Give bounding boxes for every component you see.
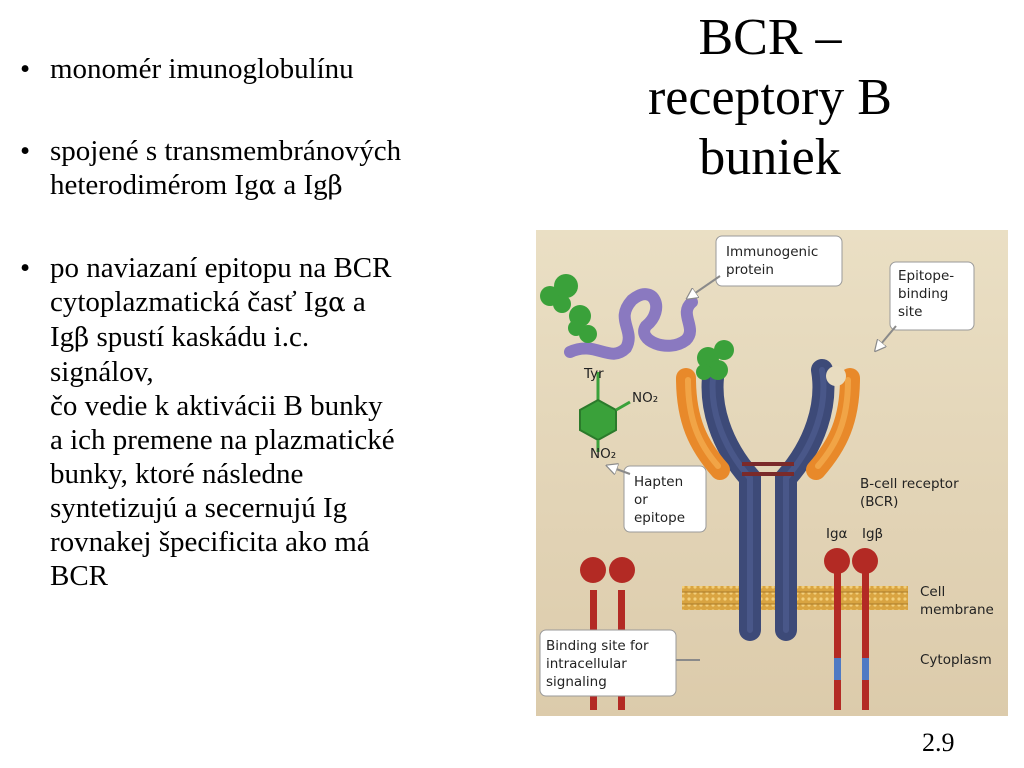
bullet-line: cytoplazmatická časť Igα a xyxy=(50,285,538,320)
callout-text: Hapten xyxy=(634,474,683,490)
bullet-line: rovnakej špecificita ako má xyxy=(50,525,538,559)
bullet-text: rovnakej špecificita ako má xyxy=(50,526,370,558)
disulfide-bond xyxy=(742,472,794,476)
bullet-line: syntetizujú a secernujú Ig xyxy=(50,491,538,525)
bullet-line: bunky, ktoré následne xyxy=(50,457,538,491)
membrane-label: membrane xyxy=(920,602,994,618)
callout-text: Binding site for xyxy=(546,638,649,654)
bullet-item: po naviazaní epitopu na BCRcytoplazmatic… xyxy=(18,251,538,593)
greek-symbol: α xyxy=(328,288,346,318)
callout-text: epitope xyxy=(634,510,685,526)
bcr-diagram-svg: Tyr NO₂ NO₂ Immunogenic protein Epitope-… xyxy=(536,230,1008,716)
bullet-text: po naviazaní epitopu na BCR xyxy=(50,252,392,284)
bullet-text: a xyxy=(345,286,366,318)
greek-symbol: α xyxy=(258,171,277,201)
callout-binding-site: Binding site for intracellular signaling xyxy=(539,629,700,697)
title-line: BCR – xyxy=(698,9,842,66)
bullet-line: heterodimérom Igα a Igβ xyxy=(50,168,538,203)
greek-symbol: β xyxy=(74,323,90,353)
callout-text: Immunogenic xyxy=(726,244,818,260)
bcr-diagram: Tyr NO₂ NO₂ Immunogenic protein Epitope-… xyxy=(536,230,1008,716)
bullet-text: a ich premene na plazmatické xyxy=(50,424,395,456)
hapten-molecule: Tyr NO₂ NO₂ xyxy=(579,366,658,462)
bullet-text: spojené s transmembránových xyxy=(50,135,402,167)
ig-alpha-label: Igα xyxy=(826,526,848,542)
bullet-text: BCR xyxy=(50,560,109,592)
bullet-line: po naviazaní epitopu na BCR xyxy=(50,251,538,285)
bullet-line: a ich premene na plazmatické xyxy=(50,423,538,457)
callout-text: or xyxy=(634,492,648,508)
callout-text: site xyxy=(898,304,922,320)
bullet-line: čo vedie k aktivácii B bunky xyxy=(50,389,538,423)
epitope-binding-notch xyxy=(826,366,846,386)
bullet-text: signálov, xyxy=(50,356,154,388)
bcr-label: (BCR) xyxy=(860,494,898,510)
bullet-item: spojené s transmembránovýchheterodimérom… xyxy=(18,134,538,203)
bullet-text: spustí kaskádu i.c. xyxy=(89,321,310,353)
bullet-item: monomér imunoglobulínu xyxy=(18,52,538,86)
slide-number: 2.9 xyxy=(922,728,955,757)
bullet-line: signálov, xyxy=(50,355,538,389)
bullet-line: Igβ spustí kaskádu i.c. xyxy=(50,320,538,355)
slide-title: BCR – receptory B buniek xyxy=(600,8,940,188)
callout-text: binding xyxy=(898,286,948,302)
bullet-list: monomér imunoglobulínu spojené s transmem… xyxy=(18,52,538,641)
greek-symbol: β xyxy=(327,171,343,201)
bullet-text: syntetizujú a secernujú Ig xyxy=(50,492,348,524)
title-line: buniek xyxy=(699,129,841,186)
callout-text: intracellular xyxy=(546,656,627,672)
ig-beta-label: Igβ xyxy=(862,526,883,542)
callout-text: Epitope- xyxy=(898,268,954,284)
callout-text: protein xyxy=(726,262,774,278)
callout-text: signaling xyxy=(546,674,607,690)
callout-epitope-binding: Epitope- binding site xyxy=(876,261,975,350)
bullet-text: bunky, ktoré následne xyxy=(50,458,304,490)
bullet-text: monomér imunoglobulínu xyxy=(50,53,354,85)
bcr-label: B-cell receptor xyxy=(860,476,959,492)
no2-label: NO₂ xyxy=(632,390,658,406)
immunogenic-protein xyxy=(564,288,698,360)
title-line: receptory B xyxy=(647,69,892,126)
disulfide-bond xyxy=(742,462,794,466)
bullet-text: čo vedie k aktivácii B bunky xyxy=(50,390,383,422)
antigen-blobs xyxy=(540,274,734,380)
bullet-line: BCR xyxy=(50,559,538,593)
callout-immunogenic: Immunogenic protein xyxy=(688,235,843,298)
bullet-text: Ig xyxy=(50,321,75,353)
bcr-light-chains xyxy=(676,368,860,480)
bullet-line: spojené s transmembránových xyxy=(50,134,538,168)
tyr-label: Tyr xyxy=(583,366,604,382)
callout-hapten: Hapten or epitope xyxy=(608,466,707,533)
bullet-text: cytoplazmatická časť Ig xyxy=(50,286,329,318)
bullet-text: a Ig xyxy=(276,169,328,201)
membrane-label: Cell xyxy=(920,584,945,600)
ig-alpha-beta-right xyxy=(824,548,878,710)
bullet-text: heterodimérom Ig xyxy=(50,169,259,201)
bullet-line: monomér imunoglobulínu xyxy=(50,52,538,86)
cytoplasm-label: Cytoplasm xyxy=(920,652,992,668)
no2-label: NO₂ xyxy=(590,446,616,462)
